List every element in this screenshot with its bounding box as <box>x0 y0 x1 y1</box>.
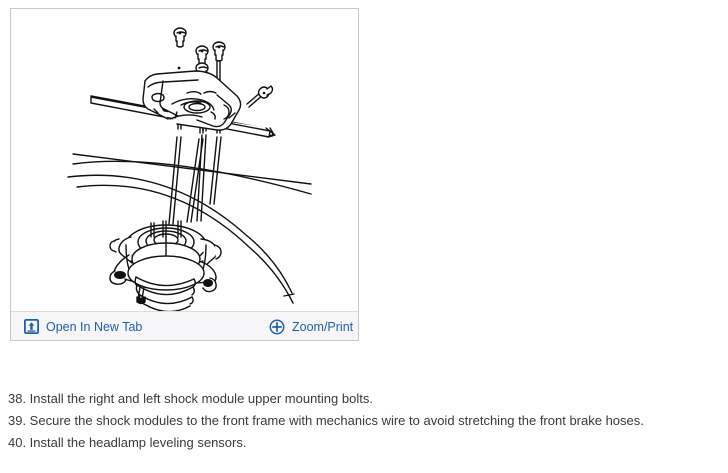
open-in-new-tab-icon <box>24 319 39 334</box>
instruction-item: 39. Secure the shock modules to the fron… <box>8 413 644 428</box>
instruction-list: 38. Install the right and left shock mod… <box>8 392 724 458</box>
open-in-new-tab-button[interactable]: Open In New Tab <box>24 312 142 341</box>
open-in-new-tab-label: Open In New Tab <box>46 319 143 334</box>
zoom-print-label: Zoom/Print <box>292 319 354 334</box>
zoom-print-button[interactable]: Zoom/Print <box>269 312 353 341</box>
instruction-item: 38. Install the right and left shock mod… <box>8 391 373 406</box>
shock-module-line-drawing <box>11 9 358 312</box>
image-viewer-panel: Open In New Tab Zoom/Print <box>10 8 359 341</box>
image-viewer-toolbar: Open In New Tab Zoom/Print <box>11 311 358 340</box>
instruction-item: 40. Install the headlamp leveling sensor… <box>8 435 247 450</box>
zoom-in-circle-icon <box>269 319 285 334</box>
technical-illustration[interactable] <box>11 9 358 312</box>
